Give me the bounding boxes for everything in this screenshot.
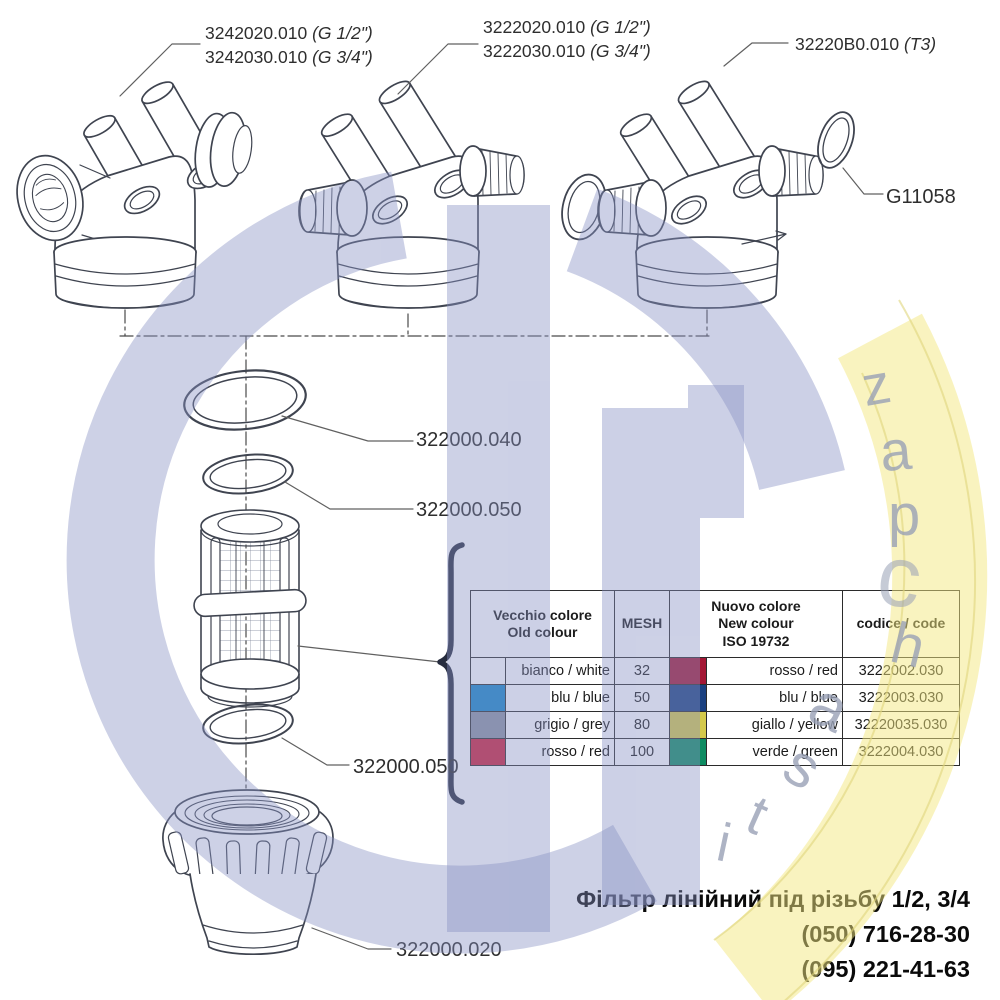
old-colour-swatch bbox=[470, 738, 506, 766]
mesh-value: 80 bbox=[614, 711, 670, 739]
code-value: 3222004.030 bbox=[842, 738, 960, 766]
mesh-value: 50 bbox=[614, 684, 670, 712]
new-colour-swatch bbox=[669, 684, 707, 712]
new-colour-swatch bbox=[669, 738, 707, 766]
mesh-value: 100 bbox=[614, 738, 670, 766]
code-value: 3222002.030 bbox=[842, 657, 960, 685]
col-mesh: MESH bbox=[614, 590, 670, 658]
label-oring-small-upper: 322000.050 bbox=[416, 499, 522, 521]
old-colour-name: rosso / red bbox=[505, 738, 615, 766]
phone-number-1: (050) 716-28-30 bbox=[801, 921, 970, 947]
label-oring-small-lower: 322000.050 bbox=[353, 756, 459, 778]
label-g11058: G11058 bbox=[886, 186, 956, 208]
filter-head-middle-drawing bbox=[298, 80, 525, 309]
new-colour-name: giallo / yellow bbox=[706, 711, 843, 739]
table-row: rosso / red 100 verde / green 3222004.03… bbox=[470, 738, 960, 766]
oring-large-drawing bbox=[183, 369, 307, 431]
label-head-right: 32220B0.010 (T3) bbox=[795, 34, 937, 54]
old-colour-name: blu / blue bbox=[505, 684, 615, 712]
label-bowl: 322000.020 bbox=[396, 939, 502, 961]
old-colour-swatch bbox=[470, 657, 506, 685]
code-value: 3222003.030 bbox=[842, 684, 960, 712]
product-title: Фільтр лінійний під різьбу 1/2, 3/4 bbox=[576, 886, 970, 912]
code-value: 32220035.030 bbox=[842, 711, 960, 739]
bowl-drawing bbox=[162, 789, 334, 956]
table-row: bianco / white 32 rosso / red 3222002.03… bbox=[470, 657, 960, 685]
new-colour-swatch bbox=[669, 657, 707, 685]
footer-block: Фільтр лінійний під різьбу 1/2, 3/4 (050… bbox=[576, 882, 970, 987]
new-colour-name: blu / blue bbox=[706, 684, 843, 712]
old-colour-name: grigio / grey bbox=[505, 711, 615, 739]
brace bbox=[437, 542, 465, 805]
new-colour-name: rosso / red bbox=[706, 657, 843, 685]
label-oring-large: 322000.040 bbox=[416, 429, 522, 451]
leader-lines bbox=[119, 42, 884, 950]
filter-cartridge-drawing bbox=[193, 509, 307, 708]
old-colour-swatch bbox=[470, 711, 506, 739]
old-colour-name: bianco / white bbox=[505, 657, 615, 685]
new-colour-name: verde / green bbox=[706, 738, 843, 766]
g11058-oring-drawing bbox=[817, 111, 855, 169]
label-head-middle: 3222020.010 (G 1/2") 3222030.010 (G 3/4"… bbox=[483, 17, 651, 61]
filter-head-right-drawing bbox=[597, 80, 824, 309]
oring-small-upper-drawing bbox=[202, 453, 294, 495]
flow-arrow-icon bbox=[741, 230, 787, 245]
filter-head-left-drawing bbox=[16, 81, 253, 309]
col-code: codice / code bbox=[842, 590, 960, 658]
table-row: blu / blue 50 blu / blue 3222003.030 bbox=[470, 684, 960, 712]
old-colour-swatch bbox=[470, 684, 506, 712]
mesh-value: 32 bbox=[614, 657, 670, 685]
new-colour-swatch bbox=[669, 711, 707, 739]
table-row: grigio / grey 80 giallo / yellow 3222003… bbox=[470, 711, 960, 739]
label-head-left: 3242020.010 (G 1/2") 3242030.010 (G 3/4"… bbox=[205, 23, 373, 67]
phone-number-2: (095) 221-41-63 bbox=[801, 956, 970, 982]
oring-small-lower-drawing bbox=[202, 703, 294, 745]
